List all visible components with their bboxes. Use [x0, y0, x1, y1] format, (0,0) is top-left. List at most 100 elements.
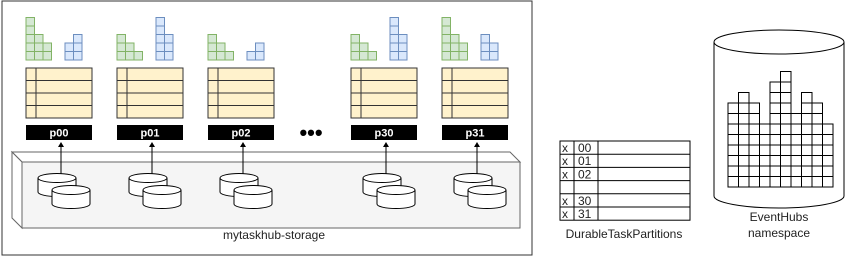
eventhubs-cell	[727, 123, 739, 135]
green-cell	[350, 34, 360, 44]
eventhubs-cell	[780, 176, 792, 188]
green-cell	[450, 34, 460, 44]
eventhubs-cell	[748, 176, 760, 188]
green-cell	[207, 34, 217, 44]
eventhubs-cell	[811, 155, 823, 167]
eventhubs-cell	[811, 134, 823, 146]
blue-cell	[489, 51, 499, 61]
green-cell	[25, 42, 35, 52]
eventhubs-cell	[801, 123, 813, 135]
partition-p31: p31	[441, 17, 509, 140]
eventhubs-cell	[822, 144, 834, 156]
storage-cylinder	[233, 185, 273, 209]
cylinder-top	[37, 173, 77, 183]
eventhubs-cell	[780, 81, 792, 93]
dtp-row-value: 31	[578, 207, 592, 221]
storage-content	[37, 142, 507, 209]
eventhubs-cell	[748, 123, 760, 135]
eventhubs-cell	[801, 92, 813, 104]
eventhubs-cell	[822, 134, 834, 146]
green-cell	[224, 51, 234, 61]
partition-p02: p02	[207, 34, 275, 140]
partition-label: p31	[466, 128, 485, 140]
green-cell	[34, 34, 44, 44]
blue-cell	[164, 34, 174, 44]
green-cell	[216, 51, 226, 61]
cylinder-top	[467, 185, 507, 195]
eventhubs-cell	[738, 134, 750, 146]
eventhubs-cell	[727, 113, 739, 125]
eventhubs-cylinder	[713, 29, 845, 209]
eventhubs-cell	[759, 176, 771, 188]
blue-cell	[73, 34, 83, 44]
eventhubs-cell	[769, 102, 781, 114]
blue-cell	[480, 42, 490, 52]
eventhubs-cell	[811, 176, 823, 188]
eventhubs-cell	[748, 102, 760, 114]
storage-box-side	[11, 150, 23, 230]
eventhubs-cell	[790, 134, 802, 146]
blue-cell	[155, 25, 165, 35]
green-cell	[450, 51, 460, 61]
green-cell	[34, 51, 44, 61]
green-cell	[350, 42, 360, 52]
eventhubs-cell	[769, 176, 781, 188]
green-cell	[25, 34, 35, 44]
cylinder-body	[51, 190, 91, 209]
partition-label: p00	[50, 128, 69, 140]
cylinder-body	[233, 190, 273, 209]
eventhubs-cell	[748, 134, 760, 146]
eventhubs-cell	[769, 92, 781, 104]
eventhubs-cell	[780, 92, 792, 104]
cylinder-top	[233, 185, 273, 195]
green-cell	[25, 25, 35, 35]
eventhubs-cell	[769, 155, 781, 167]
eventhubs-cell	[759, 134, 771, 146]
cylinder-top	[128, 173, 168, 183]
eventhubs-cell	[811, 102, 823, 114]
eventhubs-cell	[811, 165, 823, 177]
storage-cylinder	[142, 185, 182, 209]
green-cell	[458, 42, 468, 52]
storage-cylinder	[51, 185, 91, 209]
eventhubs-cell	[738, 176, 750, 188]
blue-cell	[398, 42, 408, 52]
cylinder-top	[51, 185, 91, 195]
eventhubs-cell	[790, 144, 802, 156]
green-cell	[216, 42, 226, 52]
arrow-up	[149, 142, 155, 147]
eventhubs-cell	[748, 155, 760, 167]
eventhubs-cell	[769, 165, 781, 177]
eventhubs-bars	[727, 71, 834, 188]
blue-cell	[389, 34, 399, 44]
eventhubs-cell	[780, 113, 792, 125]
eventhubs-cell	[759, 123, 771, 135]
eventhubs-cylinder-top	[713, 29, 845, 55]
dtp-row-value: 30	[578, 194, 592, 208]
cylinder-body	[142, 190, 182, 209]
eventhubs-cell	[790, 176, 802, 188]
green-cell	[34, 42, 44, 52]
dtp-row-mark: x	[562, 207, 568, 221]
partition-ellipsis: •••	[299, 120, 322, 145]
storage-cylinder	[467, 185, 507, 209]
green-cell	[42, 42, 52, 52]
eventhubs-cell	[738, 92, 750, 104]
blue-cell	[155, 34, 165, 44]
eventhubs-cell	[790, 113, 802, 125]
eventhubs-cell	[822, 155, 834, 167]
green-cell	[42, 51, 52, 61]
dtp-row-value: 00	[578, 141, 592, 155]
green-cell	[441, 17, 451, 27]
partition-label-bar	[208, 125, 274, 140]
eventhubs-cell	[759, 155, 771, 167]
dtp-row-mark: x	[562, 194, 568, 208]
partition-label-bar	[351, 125, 417, 140]
blue-cell	[73, 42, 83, 52]
eventhubs-cell	[780, 155, 792, 167]
eventhubs-cell	[769, 134, 781, 146]
green-cell	[441, 51, 451, 61]
blue-cell	[64, 42, 74, 52]
partition-label: p02	[232, 128, 251, 140]
